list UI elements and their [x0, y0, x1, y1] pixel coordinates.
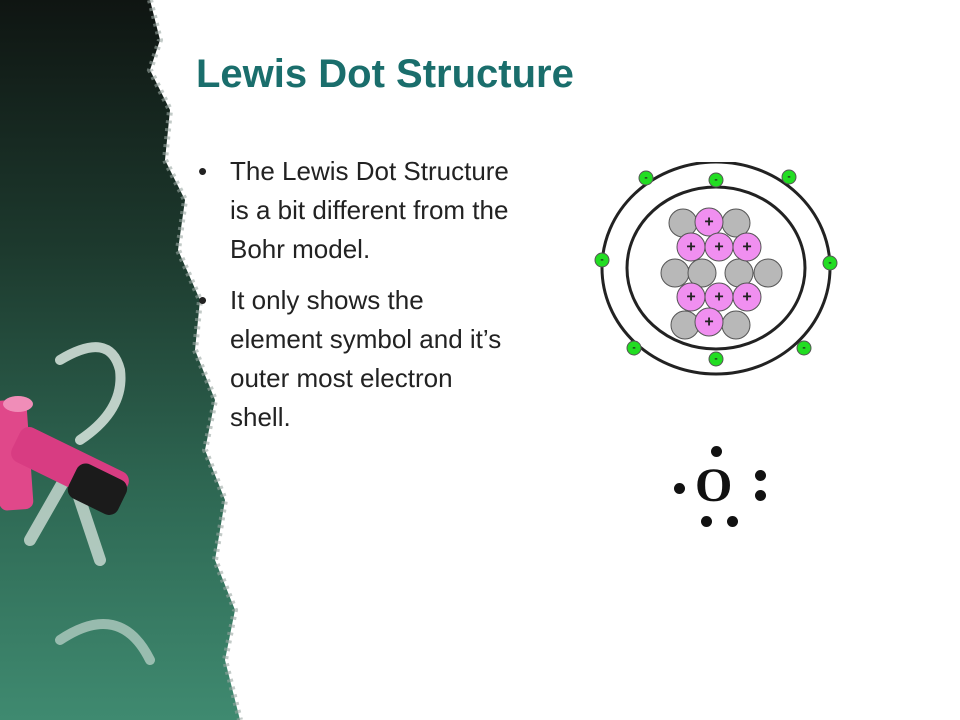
electron	[638, 170, 654, 186]
slide-title: Lewis Dot Structure	[196, 52, 574, 96]
electron-charge-label: -	[714, 175, 717, 186]
proton-charge-label: +	[686, 239, 695, 256]
valence-electron-dot	[674, 483, 685, 494]
bullet-list: • The Lewis Dot Structure is a bit diffe…	[196, 152, 516, 449]
nucleus: ++++++++	[660, 207, 783, 340]
electron	[781, 169, 797, 185]
electron-charge-label: -	[828, 258, 831, 269]
electron	[708, 351, 724, 367]
electron	[594, 252, 610, 268]
bohr-model-diagram: ++++++++ --------	[594, 162, 838, 376]
bullet-item: • It only shows the element symbol and i…	[196, 281, 516, 437]
proton-charge-label: +	[714, 289, 723, 306]
chalkboard-background-image	[0, 0, 243, 720]
proton	[694, 207, 724, 237]
electron-charge-label: -	[802, 343, 805, 354]
proton	[732, 282, 762, 312]
bullet-item: • The Lewis Dot Structure is a bit diffe…	[196, 152, 516, 269]
neutron	[660, 258, 690, 288]
bullet-text: It only shows the element symbol and it’…	[230, 285, 502, 432]
valence-electron-dot	[711, 446, 722, 457]
valence-electron-dot	[727, 516, 738, 527]
proton	[732, 232, 762, 262]
bullet-marker: •	[198, 285, 208, 315]
bullet-marker: •	[198, 156, 208, 186]
proton-charge-label: +	[714, 239, 723, 256]
proton-charge-label: +	[686, 289, 695, 306]
valence-electron-dot	[755, 490, 766, 501]
proton-charge-label: +	[742, 289, 751, 306]
bullet-text: The Lewis Dot Structure is a bit differe…	[230, 156, 509, 264]
proton-charge-label: +	[704, 214, 713, 231]
electron-charge-label: -	[787, 172, 790, 183]
lewis-dot-structure: O	[665, 438, 775, 538]
valence-electron-dot	[701, 516, 712, 527]
neutron	[687, 258, 717, 288]
neutron	[721, 310, 751, 340]
electron	[822, 255, 838, 271]
electron	[626, 340, 642, 356]
proton-charge-label: +	[704, 314, 713, 331]
neutron	[753, 258, 783, 288]
element-symbol: O	[695, 459, 733, 512]
valence-electron-dot	[755, 470, 766, 481]
electron-charge-label: -	[632, 343, 635, 354]
electron-charge-label: -	[644, 173, 647, 184]
electron-charge-label: -	[714, 354, 717, 365]
proton-charge-label: +	[742, 239, 751, 256]
proton	[694, 307, 724, 337]
electron-charge-label: -	[600, 255, 603, 266]
electron	[708, 172, 724, 188]
electrons: - - - - - - - -	[594, 169, 838, 367]
neutron	[670, 310, 700, 340]
electron	[796, 340, 812, 356]
